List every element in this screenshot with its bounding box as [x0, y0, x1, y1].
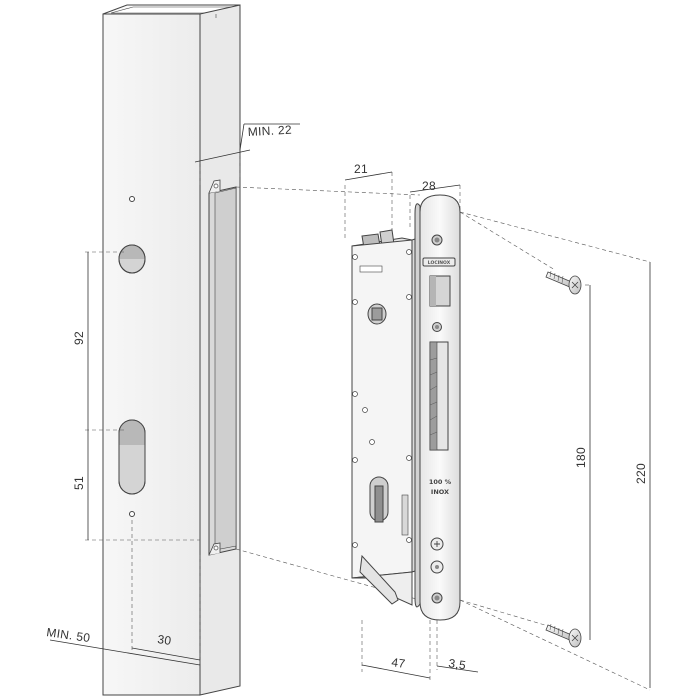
dim-220: 220: [634, 463, 648, 484]
mounting-screw-bottom: [545, 623, 582, 648]
post-hole-bottom-small: [129, 511, 135, 517]
dim-30: 30: [157, 632, 173, 648]
post-front-face: [102, 13, 201, 696]
dim-min-50: MIN. 50: [46, 625, 92, 645]
dimension-lines: [49, 123, 651, 688]
dim-180: 180: [574, 447, 588, 468]
dim-92: 92: [72, 331, 86, 345]
gate-post: [102, 4, 241, 696]
dim-min-22: MIN. 22: [247, 123, 292, 139]
brand-label-frame: [422, 257, 456, 267]
brand-label: LOCINOX: [428, 260, 451, 266]
lock-body: [351, 229, 419, 606]
material-label-line2: INOX: [431, 488, 449, 496]
dim-47: 47: [391, 655, 407, 671]
projection-lines: [85, 145, 651, 691]
face-plate: [414, 194, 461, 621]
post-hole-top-small: [129, 196, 135, 202]
dim-28: 28: [422, 179, 436, 193]
dim-3-5: 3,5: [448, 656, 467, 672]
material-label-line1: 100 %: [429, 478, 452, 486]
dim-21: 21: [354, 162, 368, 176]
mounting-screw-top: [545, 270, 582, 295]
dim-51: 51: [72, 476, 86, 490]
